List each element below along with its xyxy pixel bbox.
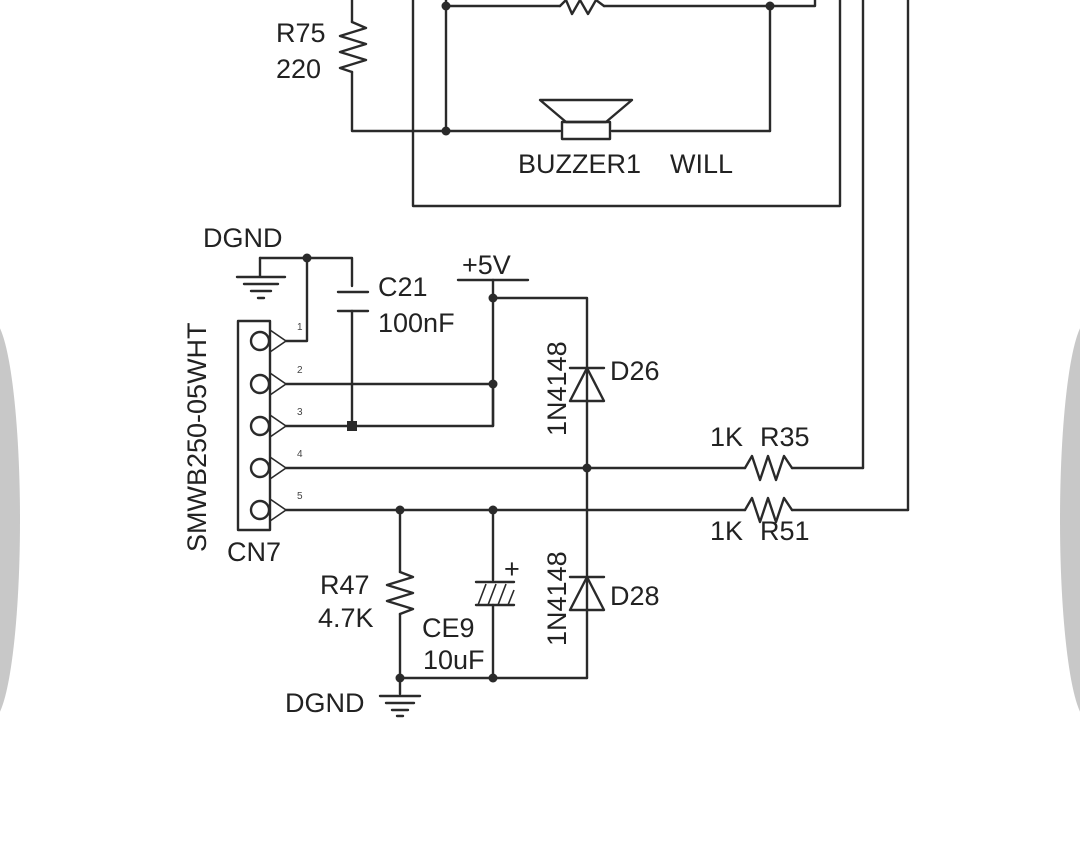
top-ground [235,253,354,300]
buzzer-value: WILL [670,149,733,179]
cn7-pin-5: 5 [297,491,303,502]
r51-ref: R51 [760,516,810,546]
right-edge-shadow [1060,328,1080,712]
r47-value: 4.7K [318,603,374,633]
dgnd-top-label: DGND [203,223,283,253]
d26-ref: D26 [610,356,660,386]
vcc-label: +5V [462,250,511,280]
r75-resistor [338,20,368,74]
left-edge-shadow [0,328,20,712]
cn7-connector [236,319,288,532]
ce9-polarity: + [504,554,520,584]
c21-capacitor [336,290,370,431]
bottom-ground [378,676,589,718]
d28-diode [568,466,606,680]
buzzer-icon [538,98,634,141]
r51-value: 1K [710,516,743,546]
buzzer-ref: BUZZER1 [518,149,641,179]
r51-resistor [743,496,910,524]
buzzer-section [338,0,910,512]
cn7-pin-2: 2 [297,365,303,376]
d26-diode [568,366,606,403]
d28-part: 1N4148 [542,551,572,646]
cn7-pin-3: 3 [297,407,303,418]
cn7-part: SMWB250-05WHT [182,322,212,552]
top-resistor [558,0,606,16]
c21-value: 100nF [378,308,455,338]
ce9-value: 10uF [423,645,485,675]
r47-ref: R47 [320,570,370,600]
ce9-capacitor [474,508,516,683]
r47-resistor [385,508,415,683]
r35-value: 1K [710,422,743,452]
r35-ref: R35 [760,422,810,452]
cn7-ref: CN7 [227,537,281,567]
d26-part: 1N4148 [542,341,572,436]
ce9-ref: CE9 [422,613,475,643]
r75-ref: R75 [276,18,326,48]
connector-wires [284,256,747,515]
c21-ref: C21 [378,272,428,302]
r35-resistor [743,454,865,482]
d28-ref: D28 [610,581,660,611]
r75-value: 220 [276,54,321,84]
dgnd-bottom-label: DGND [285,688,365,718]
cn7-pin-4: 4 [297,449,303,460]
cn7-pin-1: 1 [297,322,303,333]
